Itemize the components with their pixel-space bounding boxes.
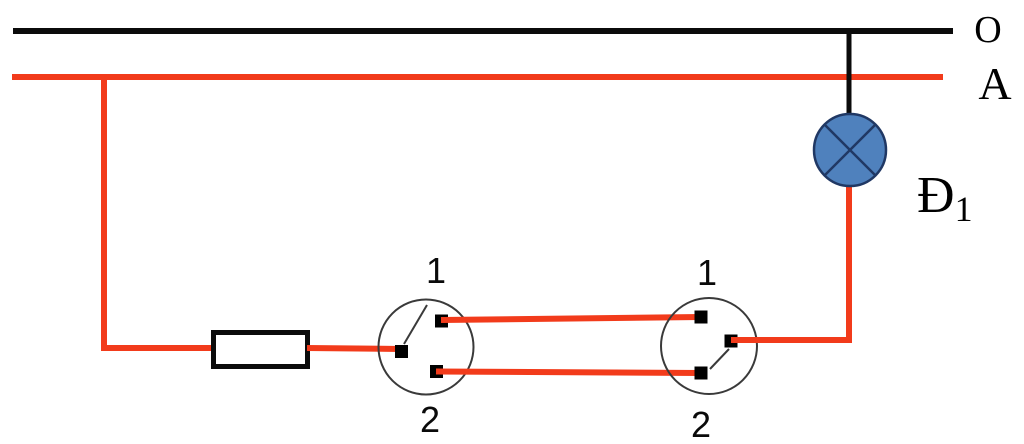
lamp-label-name: Đ (917, 167, 955, 224)
switch2-terminal-2 (694, 366, 708, 380)
switch2-terminal1-label: 1 (697, 252, 717, 293)
switch1-terminal2-label: 2 (420, 399, 440, 440)
switch1-lever (403, 304, 428, 345)
two-way-switch-2: 1 2 (660, 252, 758, 444)
switch2-terminal2-label: 2 (691, 404, 711, 444)
switch1-common-terminal (395, 345, 408, 358)
lamp-cross-line-2 (824, 124, 876, 176)
switch2-terminal-1 (694, 310, 708, 324)
phase-bus-label: A (978, 58, 1011, 109)
switch2-lever (709, 348, 730, 370)
lamp-label-subscript: 1 (955, 189, 973, 229)
power-bus-lines (12, 28, 953, 80)
switch1-body (377, 298, 475, 396)
lamp-label: Đ1 (917, 167, 973, 229)
lamp-return-wire (731, 184, 852, 343)
phase-drop-wire (101, 77, 214, 351)
fuse-icon (211, 330, 310, 369)
switch2-body (660, 297, 758, 395)
traveler-wire-1 (440, 314, 702, 323)
lamp-icon (812, 112, 888, 188)
two-way-switch-1: 1 2 (377, 250, 475, 440)
traveler-wire-2 (435, 368, 702, 376)
fuse-to-switch1-wire (306, 345, 402, 352)
switch1-terminal1-label: 1 (426, 250, 446, 291)
neutral-bus-label: O (974, 9, 1001, 51)
